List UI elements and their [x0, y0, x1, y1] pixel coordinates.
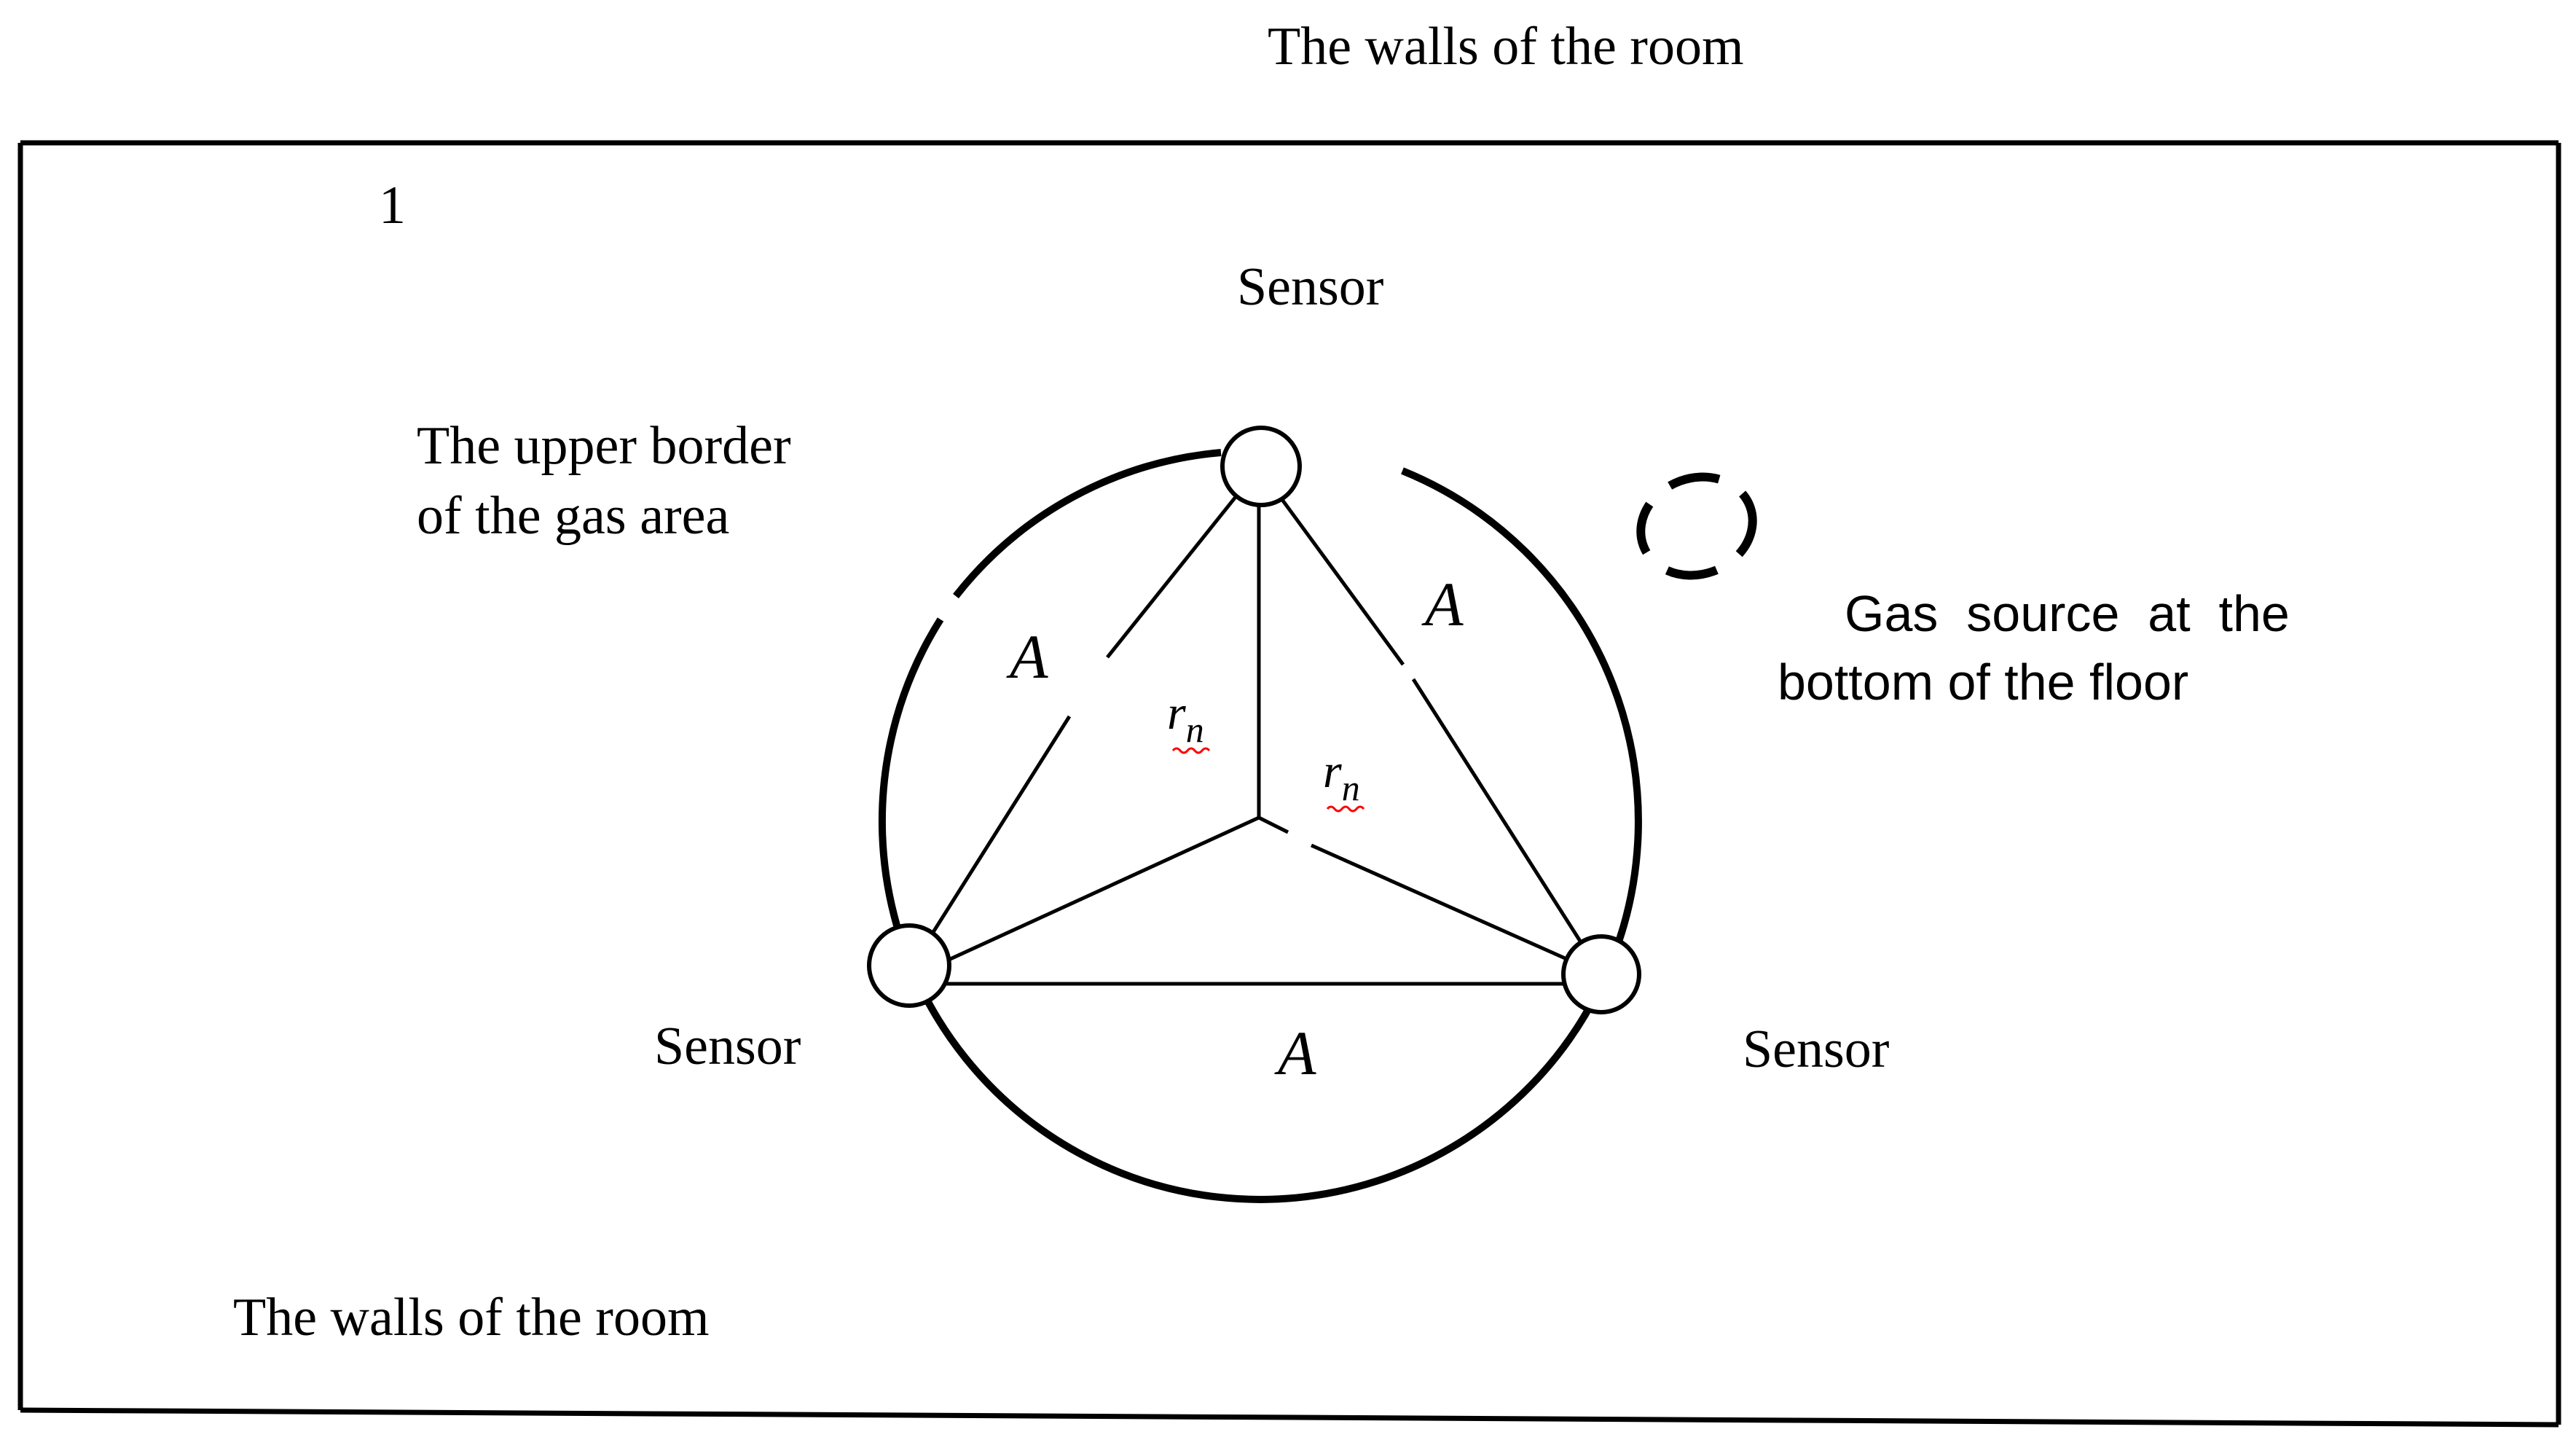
spellcheck-underline-right	[1326, 805, 1365, 813]
radius-label-left-base: r	[1167, 686, 1186, 740]
spellcheck-underline-left	[1171, 747, 1211, 754]
gas-area-border-arc-left-upper	[953, 449, 1222, 599]
radius-left	[911, 815, 1260, 979]
radius-right-outer	[1310, 843, 1604, 977]
gas-area-border-arc-main	[878, 467, 1642, 1203]
gas-source-marker	[1636, 472, 1757, 580]
room-number-label: 1	[379, 176, 406, 235]
triangle-side-left-lower	[910, 715, 1072, 967]
side-label-right: A	[1421, 569, 1464, 639]
gas-source-label-line2: bottom of the floor	[1778, 654, 2188, 711]
upper-border-label-line1: The upper border	[417, 416, 791, 476]
radius-label-left: rn	[1167, 686, 1211, 754]
sensor-top-label: Sensor	[1237, 257, 1383, 317]
radius-right-inner	[1257, 815, 1289, 834]
gas-area-border	[878, 449, 1642, 1203]
upper-border-label-line2: of the gas area	[417, 486, 729, 546]
sensor-top-marker	[1220, 426, 1302, 507]
radius-label-right-base: r	[1323, 745, 1342, 798]
sensor-right-label: Sensor	[1743, 1020, 1889, 1079]
triangle-side-left-upper	[1106, 466, 1260, 659]
radius-label-right: rn	[1323, 745, 1365, 813]
room-walls	[17, 140, 2561, 1428]
sensor-left-label: Sensor	[654, 1017, 801, 1076]
radius-label-left-subscript: n	[1186, 709, 1204, 750]
side-label-left: A	[1006, 622, 1048, 692]
sensor-left-marker	[867, 923, 951, 1008]
sensor-triangle	[910, 466, 1605, 986]
svg-text:rn: rn	[1323, 745, 1360, 808]
radius-lines	[911, 468, 1604, 979]
triangle-side-right-lower	[1411, 678, 1605, 978]
sensors	[867, 426, 1641, 1014]
radius-label-right-subscript: n	[1342, 767, 1360, 808]
top-walls-label: The walls of the room	[1268, 17, 1744, 77]
sensor-right-marker	[1561, 934, 1641, 1014]
gas-source-label-line1: Gas source at the	[1845, 585, 2290, 642]
room-wall-bottom	[20, 1407, 2559, 1428]
bottom-walls-label: The walls of the room	[233, 1288, 710, 1347]
svg-text:rn: rn	[1167, 686, 1204, 750]
side-label-bottom: A	[1274, 1018, 1316, 1088]
